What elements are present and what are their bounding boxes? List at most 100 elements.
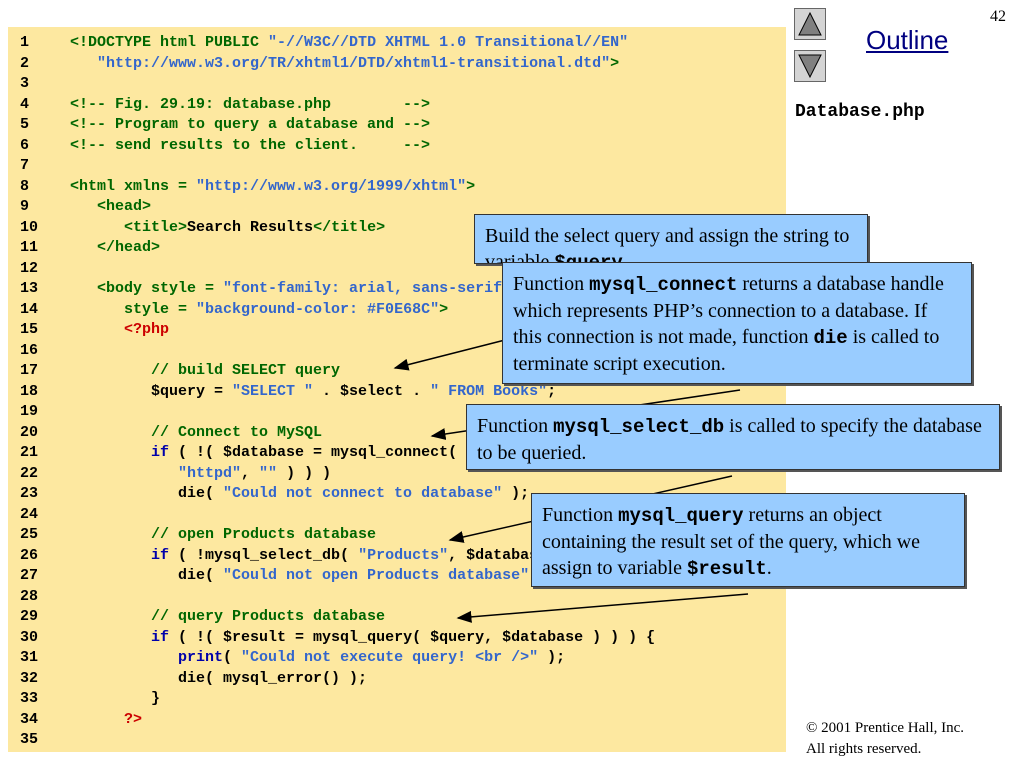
line-code: if ( !( $result = mysql_query( $query, $… [70,628,655,648]
copyright-line-1: © 2001 Prentice Hall, Inc. [806,720,965,736]
code-token: ( !( $result = mysql_query( $query, $dat… [169,628,656,646]
line-number: 21 [20,444,39,461]
code-token: // build SELECT query [70,362,341,379]
code-token: print [70,649,224,666]
line-code: // build SELECT query [70,361,340,381]
code-token: > [610,54,620,72]
code-listing: 1<!DOCTYPE html PUBLIC "-//W3C//DTD XHTM… [8,27,786,752]
line-code: $query = "SELECT " . $select . " FROM Bo… [70,382,556,402]
code-token: </title> [313,218,386,236]
line-number: 29 [20,608,39,625]
code-token: // query Products database [70,608,386,625]
code-token: ?> [70,710,143,728]
previous-slide-button[interactable] [794,8,826,40]
line-number: 12 [20,259,39,277]
code-token: Search Results [187,218,314,236]
callout-query-mid: returns an object containing the result … [542,504,921,579]
next-slide-button[interactable] [794,50,826,82]
code-token: <body style = [70,280,224,297]
callout-query-pre: Function [542,504,619,526]
callout-build-query: Build the select query and assign the st… [474,214,868,264]
line-number: 4 [20,95,30,113]
code-token: } [70,690,161,707]
code-token: </head> [70,239,161,256]
code-token: <!DOCTYPE html PUBLIC [70,34,269,51]
line-code: ?> [70,710,142,730]
line-code: die( "Could not open Products database" … [70,566,556,586]
line-number: 34 [20,710,39,728]
code-token: ( !mysql_select_db( [169,546,359,564]
callout-query-code2: $result [686,558,767,580]
callout-mysql-query: Function mysql_query returns an object c… [531,493,965,587]
line-code: <!-- Program to query a database and --> [70,115,430,135]
code-token: ) ) ) [277,464,332,482]
line-number: 18 [20,382,39,400]
line-number: 30 [20,628,39,646]
line-code: </head> [70,238,160,258]
line-number: 19 [20,403,39,420]
page-number: 42 [990,8,1006,25]
line-number: 7 [20,157,30,174]
line-number: 2 [20,54,30,72]
code-token: "" [259,464,278,482]
callout-query-post: . [766,557,772,579]
line-code: die( "Could not connect to database" ); [70,484,529,504]
line-number: 13 [20,280,39,297]
line-number: 25 [20,526,39,543]
line-number: 1 [20,34,30,51]
copyright: © 2001 Prentice Hall, Inc. All rights re… [806,718,964,760]
line-code: // open Products database [70,525,376,545]
line-code: <body style = "font-family: arial, sans-… [70,279,511,299]
callout-mysql-select-db: Function mysql_select_db is called to sp… [466,404,1000,470]
code-token: "Could not connect to database" [223,485,503,502]
line-number: 8 [20,177,30,195]
callout-query-code: mysql_query [618,505,744,527]
outline-link[interactable]: Outline [866,25,949,55]
code-token: die( [70,567,224,584]
line-number: 9 [20,198,30,215]
line-code: <?php [70,320,169,340]
code-token: if [70,546,170,564]
line-number: 5 [20,116,30,133]
code-token: style = [70,300,197,318]
line-number: 28 [20,587,39,605]
line-number: 26 [20,546,39,564]
code-token: . $select . [313,382,431,400]
code-token: die( mysql_error() ); [70,669,368,687]
line-number: 14 [20,300,39,318]
callout-connect-code2: die [813,327,848,349]
line-number: 33 [20,690,39,707]
code-token: "http://www.w3.org/1999/xhtml" [196,177,467,195]
line-code: <head> [70,197,151,217]
line-number: 27 [20,567,39,584]
code-token: ( !( $database = mysql_connect( [169,444,467,461]
code-token: "background-color: #F0E68C" [196,300,440,318]
code-token: <head> [70,198,152,215]
callout-select-code: mysql_select_db [553,416,725,438]
line-code: die( mysql_error() ); [70,669,367,689]
down-triangle-icon [798,54,822,79]
line-code: style = "background-color: #F0E68C"> [70,300,448,320]
code-token: > [439,300,449,318]
line-code: print( "Could not execute query! <br />"… [70,648,565,668]
line-number: 35 [20,731,39,748]
line-code: <html xmlns = "http://www.w3.org/1999/xh… [70,177,475,197]
line-number: 6 [20,136,30,154]
line-code: // Connect to MySQL [70,423,322,443]
code-token: <?php [70,321,170,338]
line-number: 10 [20,218,39,236]
callout-select-post: is called to specify the database to be … [477,415,982,464]
callout-connect-code: mysql_connect [589,274,738,296]
callout-build-query-text: Build the select query and assign the st… [485,225,850,264]
copyright-line-2: All rights reserved. [806,741,922,757]
callout-connect-mid: returns a database handle which represen… [513,273,944,348]
callout-build-query-end: . [622,251,628,264]
callout-build-query-code: $query [554,252,623,264]
code-token: ); [538,649,566,666]
code-token: <title> [70,218,188,236]
code-token: , [241,464,260,482]
code-token: if [70,628,170,646]
code-token: if [70,444,170,461]
line-number: 23 [20,485,39,502]
code-token: "Products" [358,546,449,564]
